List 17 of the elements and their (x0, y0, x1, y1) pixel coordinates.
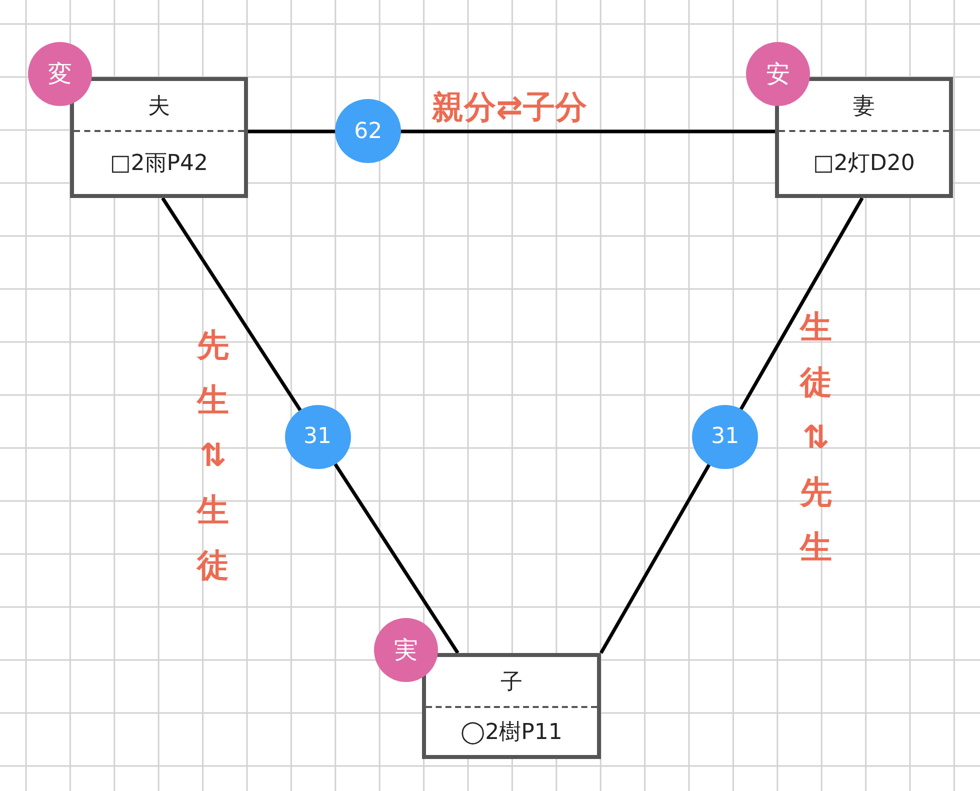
person-box (422, 653, 601, 759)
code-text: □2灯D20 (813, 150, 915, 178)
relation-note: 親分⇄子分 (432, 87, 587, 128)
code-text: □2雨P42 (110, 150, 208, 178)
name-text: 妻 (853, 92, 875, 120)
kanji-badge: 実 (374, 618, 438, 682)
person-box (70, 77, 248, 198)
name-text: 子 (500, 668, 522, 696)
edge-label: 31 (284, 404, 351, 469)
code-text: ◯2樹P11 (460, 718, 562, 746)
kanji-badge: 安 (746, 42, 810, 106)
kanji-badge: 変 (28, 42, 92, 106)
edge-label: 31 (692, 404, 758, 469)
relation-note: 先生⇅生徒 (197, 325, 229, 586)
relation-note: 生徒⇅先生 (800, 307, 832, 568)
name-text: 夫 (148, 92, 170, 120)
edge-label: 62 (335, 99, 402, 164)
